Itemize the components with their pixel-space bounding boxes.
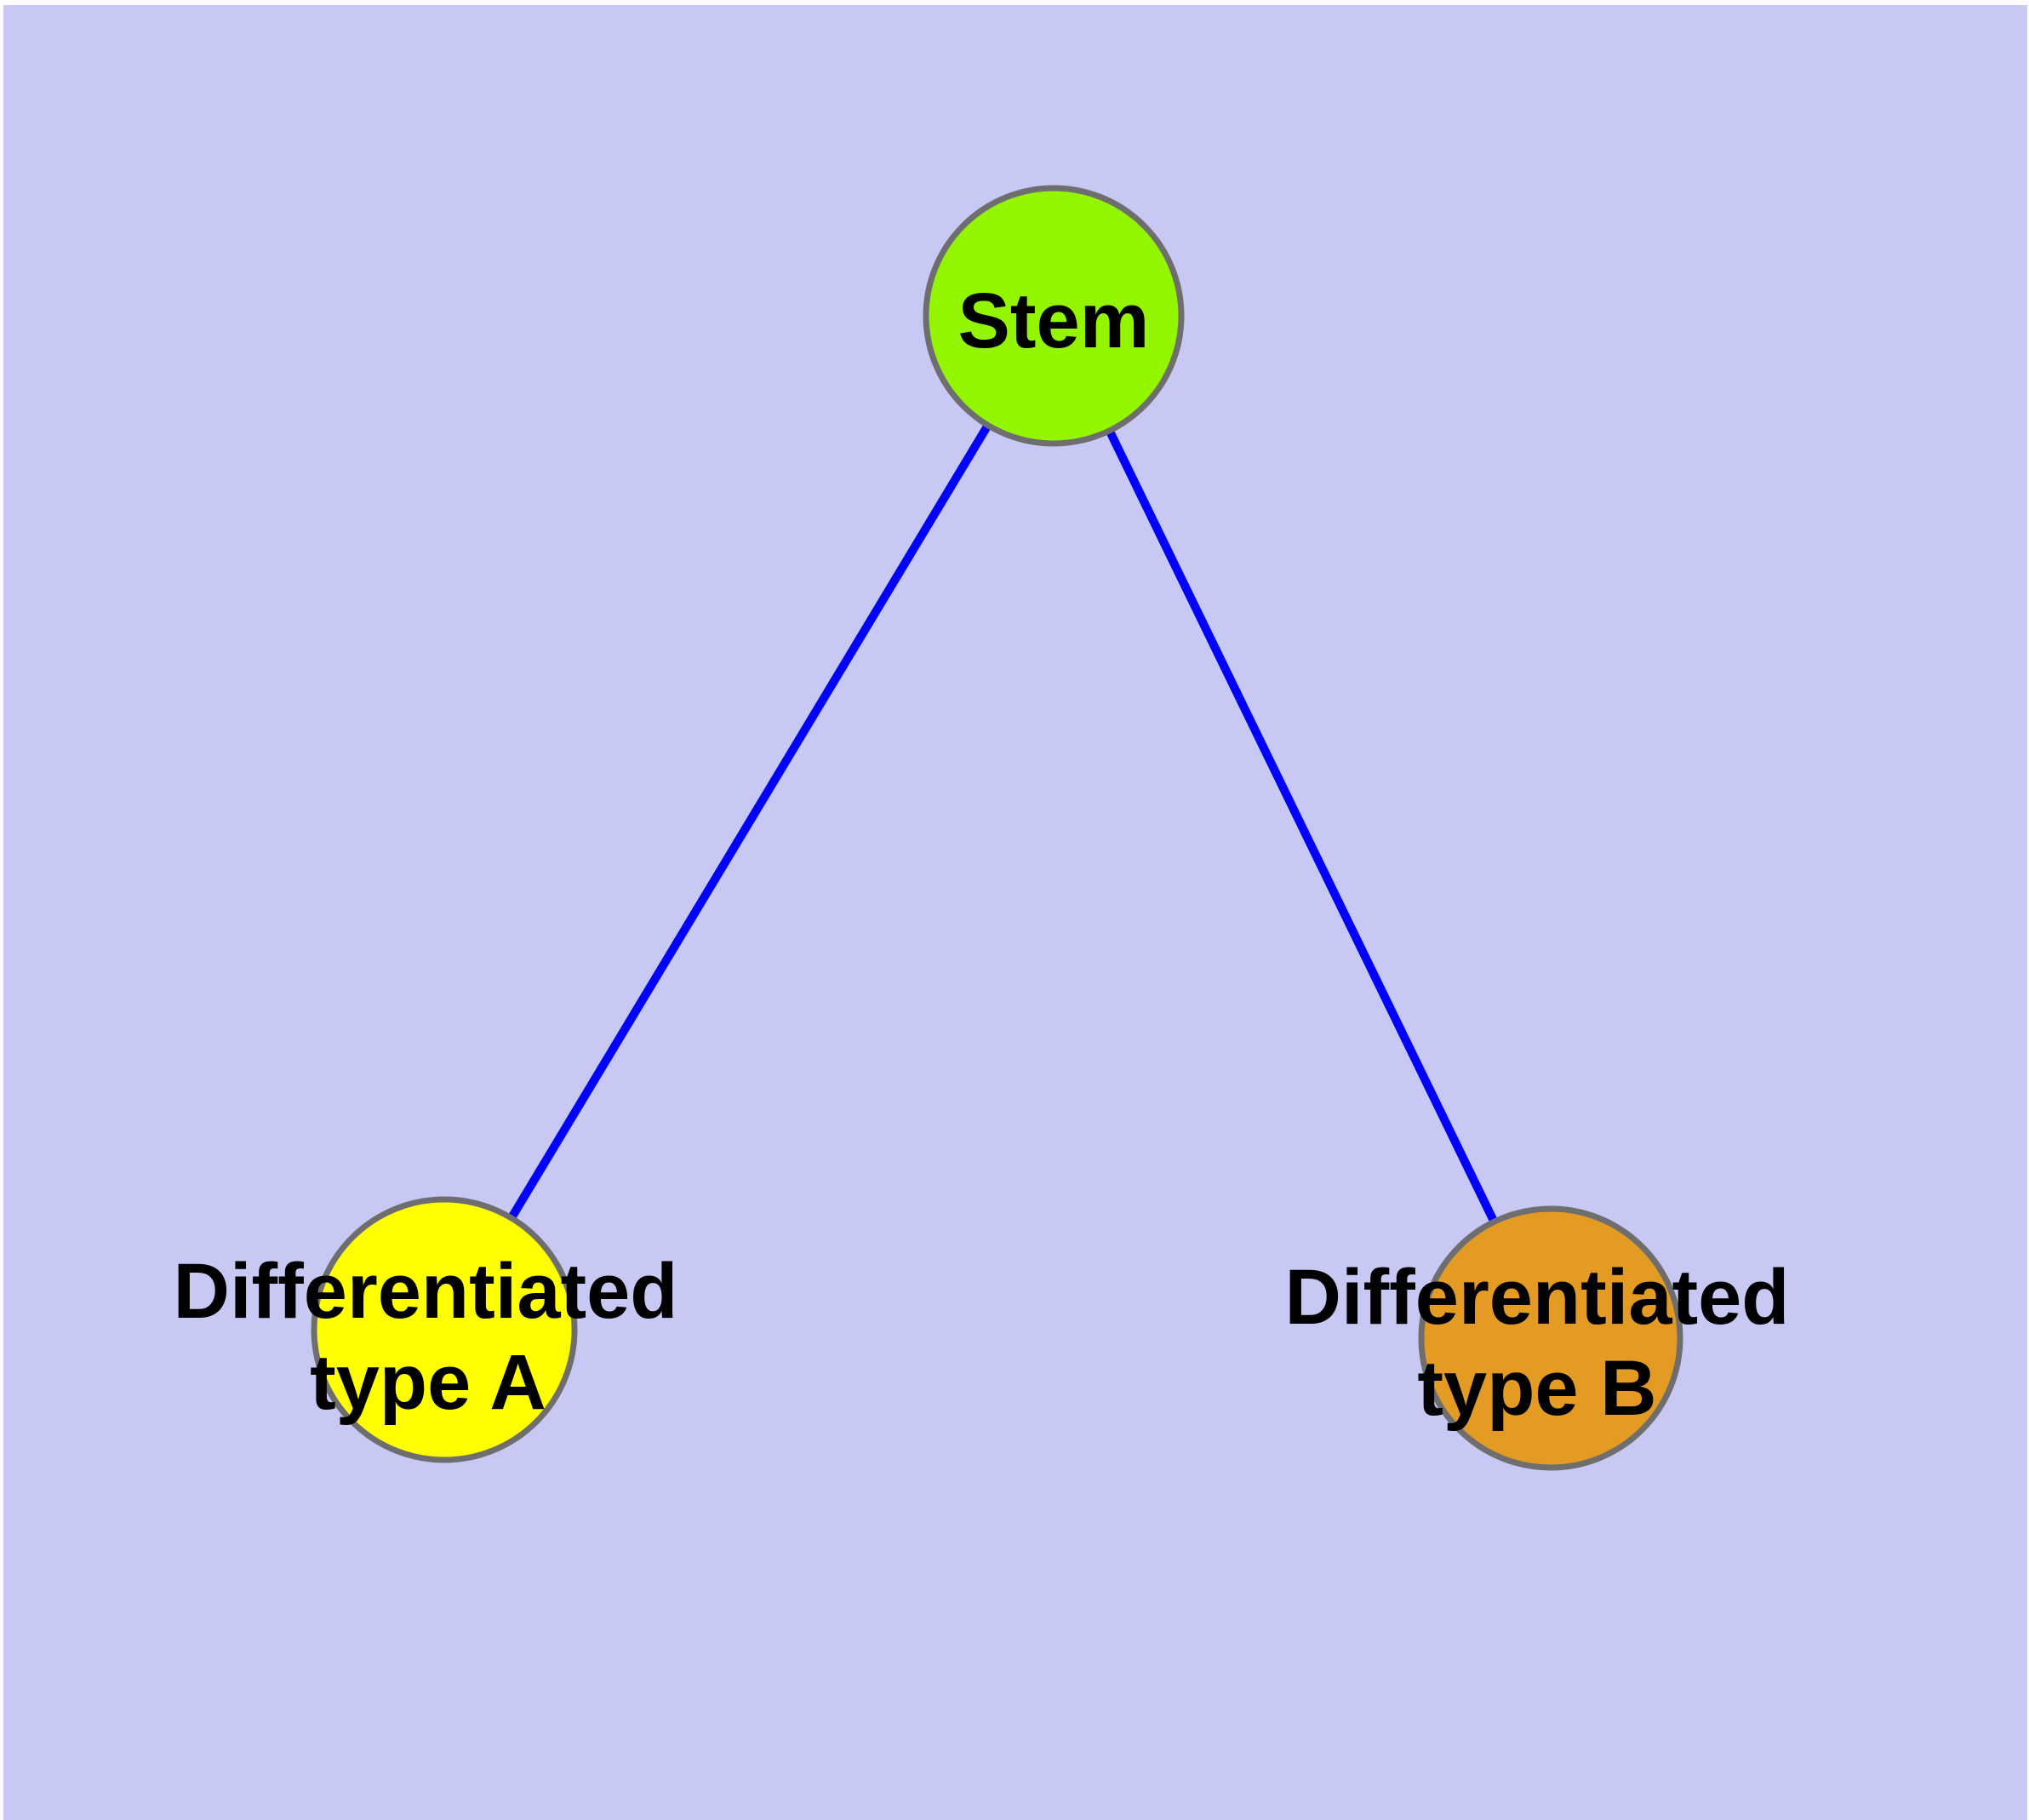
edge-stem-to-type-a bbox=[440, 313, 1058, 1332]
node-type-a-label-line1: Differentiated bbox=[174, 1248, 678, 1335]
node-stem-circle bbox=[923, 185, 1185, 447]
node-stem: Stem bbox=[923, 185, 1185, 447]
node-type-a-circle bbox=[311, 1196, 578, 1463]
node-type-b-label-line2: type B bbox=[1417, 1345, 1656, 1432]
node-stem-label: Stem bbox=[958, 278, 1150, 364]
node-differentiated-type-a: Differentiated type A bbox=[174, 1196, 678, 1463]
edge-stem-to-type-b bbox=[1049, 313, 1555, 1341]
node-type-b-label-line1: Differentiated bbox=[1285, 1254, 1790, 1341]
node-type-b-circle bbox=[1418, 1205, 1683, 1471]
node-type-a-label-line2: type A bbox=[310, 1339, 546, 1426]
node-differentiated-type-b: Differentiated type B bbox=[1285, 1205, 1790, 1471]
